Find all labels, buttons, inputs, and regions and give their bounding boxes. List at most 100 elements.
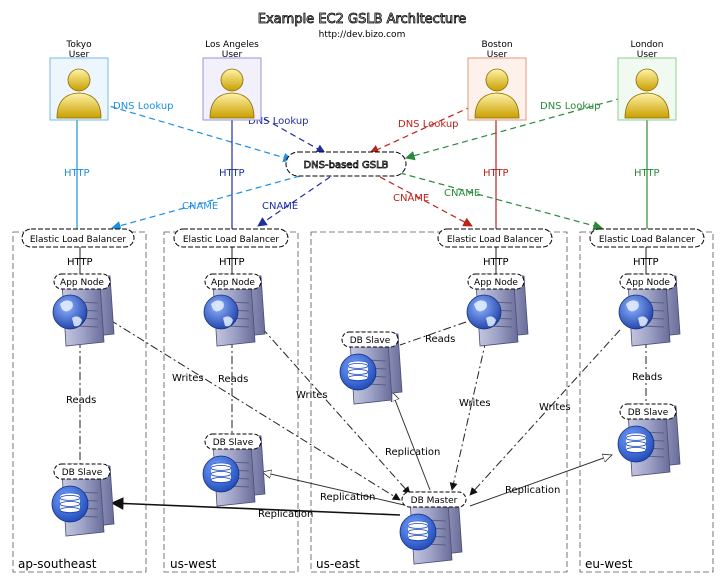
server-label: App Node <box>619 273 677 290</box>
server-label: DB Slave <box>619 403 677 420</box>
label-cname-tokyo: CNAME <box>182 201 218 212</box>
region-us-east: us-east <box>310 231 568 573</box>
user-label: Los Angeles <box>205 40 259 50</box>
cname-line-london <box>399 172 603 231</box>
db-master-us-east: DB Master <box>399 491 467 565</box>
globe-icon <box>52 294 88 330</box>
server-label: DB Slave <box>204 433 262 450</box>
label-cname-boston: CNAME <box>393 193 429 204</box>
label-cname-la: CNAME <box>262 201 298 212</box>
region-label: us-east <box>316 557 360 571</box>
server-label-text: DB Slave <box>350 336 391 346</box>
server-label: App Node <box>467 273 525 290</box>
elb-us-east: Elastic Load Balancer <box>437 228 553 248</box>
region-label: ap-southeast <box>18 557 97 571</box>
user-label: Tokyo <box>65 40 92 50</box>
label-replication-usw: Replication <box>320 492 375 503</box>
servers: App Node App Node App Node App Node DB Slave… <box>51 273 681 565</box>
label-http-tokyo: HTTP <box>64 168 90 179</box>
replication-line-eu <box>469 455 612 507</box>
server-label-text: App Node <box>211 278 255 288</box>
label-reads-eu: Reads <box>632 372 662 383</box>
writes-line-eu <box>469 329 621 496</box>
elb-label: Elastic Load Balancer <box>599 235 696 245</box>
user-icon <box>209 68 255 119</box>
server-label: DB Slave <box>53 463 111 480</box>
db-slave-us-east: DB Slave <box>339 331 403 405</box>
replication-line-use <box>392 392 431 491</box>
label-dns-lookup-tokyo: DNS Lookup <box>113 101 174 112</box>
server-label-text: DB Slave <box>62 468 103 478</box>
reads-line-use <box>399 321 467 346</box>
cname-line-la <box>257 176 331 227</box>
elb-ap-southeast: Elastic Load Balancer <box>21 228 135 248</box>
label-replication-use: Replication <box>385 447 440 458</box>
writes-line-ap <box>109 319 401 501</box>
server-label-text: App Node <box>60 278 104 288</box>
label-http-elb-usw: HTTP <box>219 257 245 268</box>
globe-icon <box>203 294 239 330</box>
server-label: DB Master <box>401 491 467 508</box>
globe-icon <box>618 294 654 330</box>
server-label: App Node <box>204 273 262 290</box>
label-http-elb-eu: HTTP <box>633 257 659 268</box>
user-label: User <box>487 50 508 60</box>
label-writes-eu: Writes <box>539 402 571 413</box>
dns-gslb-label: DNS-based GSLB <box>303 160 388 171</box>
elb-label: Elastic Load Balancer <box>30 235 127 245</box>
database-icon <box>51 485 89 523</box>
diagram-title: Example EC2 GSLB Architecture <box>258 12 466 27</box>
user-label: Boston <box>481 40 512 50</box>
server-label-text: App Node <box>626 278 670 288</box>
db-slave-ap-southeast: DB Slave <box>51 463 115 537</box>
elb-label: Elastic Load Balancer <box>447 235 544 245</box>
label-reads-usw: Reads <box>218 374 248 385</box>
label-cname-london: CNAME <box>444 188 480 199</box>
database-icon <box>617 425 655 463</box>
replication-line-usw <box>262 472 405 506</box>
label-writes-ap: Writes <box>172 373 204 384</box>
elb-us-west: Elastic Load Balancer <box>173 228 289 248</box>
label-writes-use: Writes <box>459 398 491 409</box>
db-slave-us-west: DB Slave <box>202 433 266 507</box>
server-label-text: DB Slave <box>628 408 669 418</box>
db-slave-eu-west: DB Slave <box>617 403 681 477</box>
server-label: DB Slave <box>341 331 399 348</box>
dns-lookup-line-london <box>405 97 623 161</box>
database-icon <box>399 513 437 551</box>
label-http-elb-ap: HTTP <box>67 257 93 268</box>
server-label: App Node <box>53 273 111 290</box>
elb-eu-west: Elastic Load Balancer <box>589 228 705 248</box>
connector-labels: DNS Lookup DNS Lookup DNS Lookup DNS Loo… <box>64 101 662 520</box>
app-node-eu-west: App Node <box>618 273 681 347</box>
app-node-us-west: App Node <box>203 273 266 347</box>
elb-label: Elastic Load Balancer <box>183 235 280 245</box>
label-http-london: HTTP <box>634 168 660 179</box>
server-label-text: DB Slave <box>213 438 254 448</box>
writes-line-usw <box>261 327 411 495</box>
dns-lookup-line-la <box>237 103 326 154</box>
region-label: us-west <box>170 557 217 571</box>
app-node-ap-southeast: App Node <box>52 273 115 347</box>
label-reads-use: Reads <box>425 334 455 345</box>
user-label: User <box>637 50 658 60</box>
replication-line-ap <box>110 497 401 516</box>
server-label-text: DB Master <box>411 496 458 506</box>
database-icon <box>339 353 377 391</box>
user-label: London <box>631 40 664 50</box>
label-replication-eu: Replication <box>505 485 560 496</box>
cname-line-tokyo <box>111 175 301 231</box>
app-node-us-east: App Node <box>466 273 529 347</box>
user-icon <box>474 68 520 119</box>
database-icon <box>202 455 240 493</box>
label-writes-usw: Writes <box>296 390 328 401</box>
server-label-text: App Node <box>474 278 518 288</box>
user-icon <box>624 68 670 119</box>
label-reads-ap: Reads <box>66 395 96 406</box>
dns-gslb-node: DNS-based GSLB <box>285 151 407 177</box>
